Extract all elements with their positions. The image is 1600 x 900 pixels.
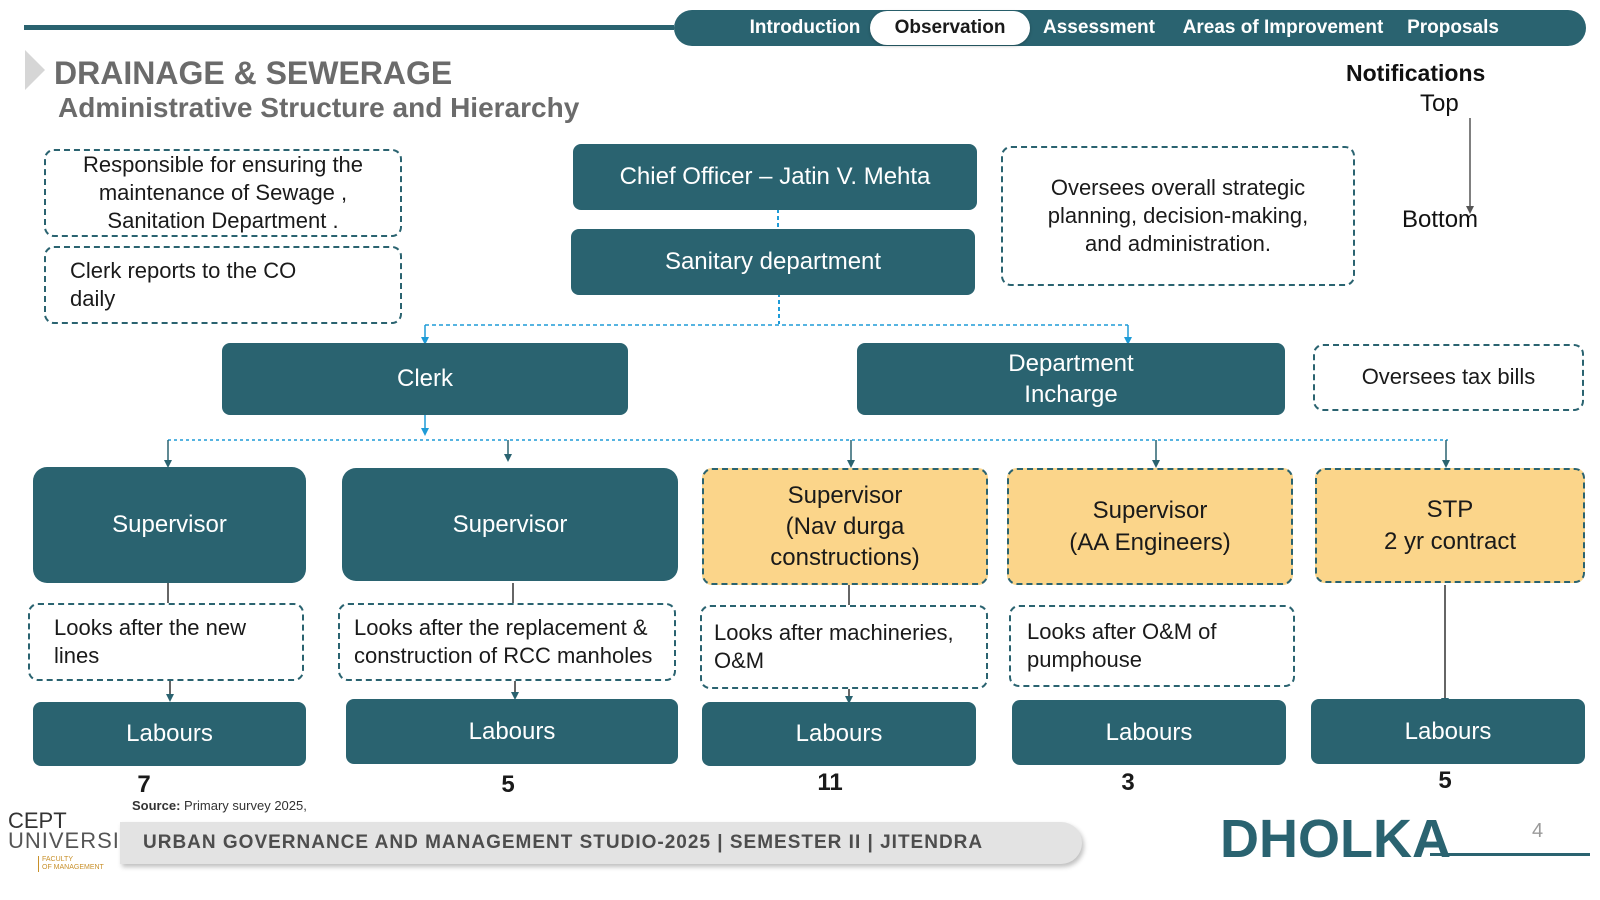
footer-studio-text: URBAN GOVERNANCE AND MANAGEMENT STUDIO-2… [143,832,984,853]
duty-note-1: Looks after the new lines [28,603,304,681]
duty-note-4: Looks after O&M of pumphouse [1009,605,1295,687]
labour-count-1: 7 [137,771,151,798]
chief-officer-box: Chief Officer – Jatin V. Mehta [573,144,977,210]
labours-box-1: Labours [33,702,306,766]
city-title: DHOLKA [1220,809,1451,869]
duty-note-2: Looks after the replacement & constructi… [338,603,676,681]
logo-faculty: FACULTY OF MANAGEMENT [38,856,104,872]
notifications-title: Notifications [1346,60,1486,86]
labours-box-2: Labours [346,699,678,764]
notifications-top-label: Top [1420,90,1459,117]
department-incharge-box: Department Incharge [857,343,1285,415]
labour-count-2: 5 [501,771,515,798]
stp-box: STP 2 yr contract [1315,468,1585,583]
supervisor-box-1: Supervisor [33,467,306,583]
labours-box-4: Labours [1012,700,1286,765]
notifications-bottom-label: Bottom [1402,206,1479,233]
labours-box-5: Labours [1311,699,1585,764]
note-clerk-reports: Clerk reports to the CO daily [44,246,402,324]
tab-introduction[interactable]: Introduction [749,17,861,38]
clerk-box: Clerk [222,343,628,415]
logo-cept: CEPT [8,808,67,833]
labours-box-3: Labours [702,702,976,766]
page-subtitle: Administrative Structure and Hierarchy [58,92,580,123]
page-title: DRAINAGE & SEWERAGE [54,55,453,91]
section-nav: Introduction Observation Assessment Area… [674,10,1586,46]
footer-bar [120,822,1082,864]
tab-assessment[interactable]: Assessment [1043,17,1155,38]
supervisor-box-2: Supervisor [342,468,678,581]
labour-count-5: 5 [1438,767,1452,794]
source-text: Primary survey 2025, [184,798,307,813]
header-rule [24,25,674,30]
note-co-oversees: Oversees overall strategic planning, dec… [1001,146,1355,286]
sanitary-department-box: Sanitary department [571,229,975,295]
page-number: 4 [1532,820,1544,842]
supervisor-box-4: Supervisor (AA Engineers) [1007,468,1293,585]
tab-areas-of-improvement[interactable]: Areas of Improvement [1182,17,1384,38]
labour-count-4: 3 [1121,769,1135,796]
logo-university: UNIVERSITY [8,828,151,853]
note-tax-bills: Oversees tax bills [1313,344,1584,411]
duty-note-3: Looks after machineries, O&M [700,605,988,689]
tab-proposals[interactable]: Proposals [1407,17,1499,38]
supervisor-box-3: Supervisor (Nav durga constructions) [702,468,988,585]
source-label: Source: [132,798,181,813]
tab-observation[interactable]: Observation [870,11,1030,45]
source-note: Source: Primary survey 2025, [132,798,307,813]
city-underline [1430,853,1590,856]
note-responsibility: Responsible for ensuring the maintenance… [44,149,402,237]
title-chevron-icon [25,50,45,90]
labour-count-3: 11 [817,769,843,796]
